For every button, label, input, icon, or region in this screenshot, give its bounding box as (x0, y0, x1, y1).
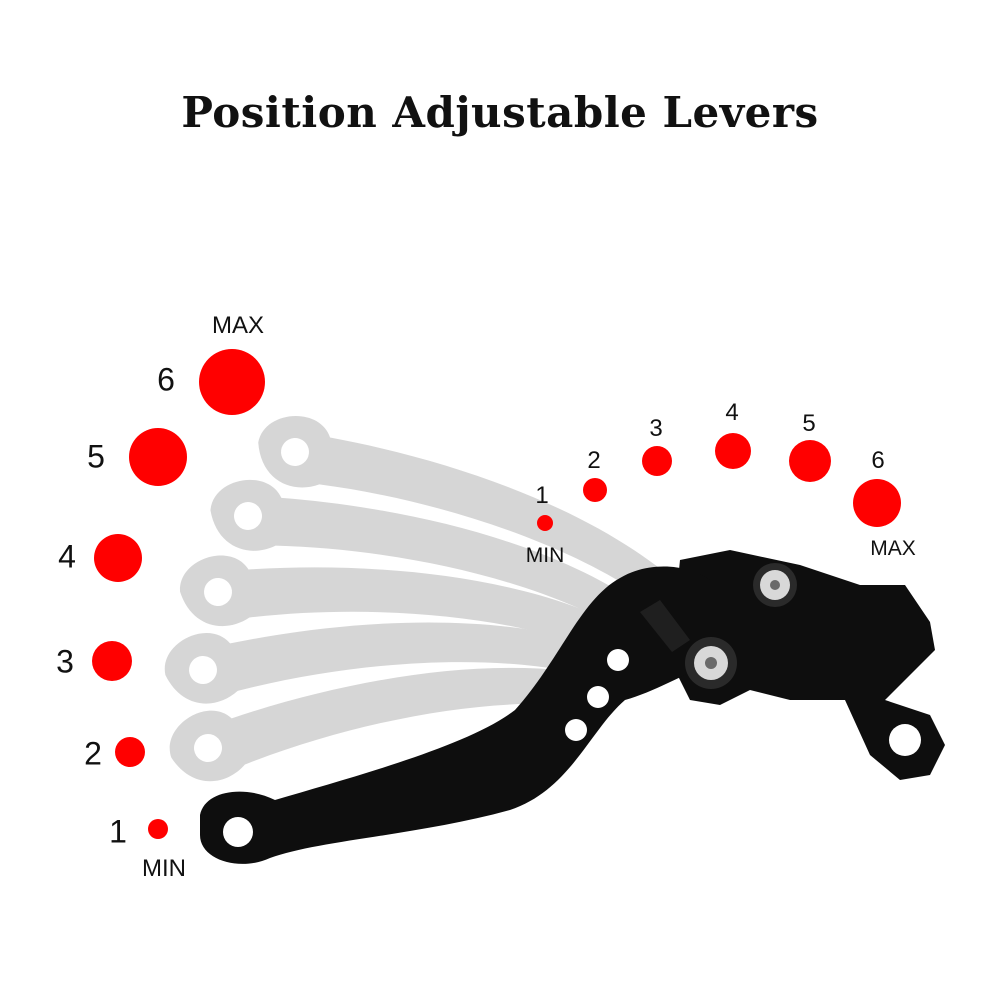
right-position-5-label: 5 (802, 410, 816, 437)
left-max-label: MAX (211, 312, 265, 339)
right-position-1-label: 1 (535, 482, 549, 509)
left-dot-6 (199, 349, 265, 415)
ghost-levers (154, 389, 688, 927)
right-dot-6 (853, 479, 901, 527)
left-position-1-label: 1 (109, 813, 127, 850)
left-position-5-label: 5 (87, 438, 105, 475)
lever-perch (670, 550, 945, 780)
left-dot-5 (129, 428, 187, 486)
left-position-6-label: 6 (157, 361, 175, 398)
left-dot-4 (94, 534, 142, 582)
right-position-4-label: 4 (725, 399, 739, 426)
right-dot-4 (715, 433, 751, 469)
right-min-label: MIN (525, 544, 565, 567)
ghost-lever-4 (172, 440, 639, 784)
right-position-dots (537, 433, 901, 531)
main-lever (200, 550, 945, 864)
left-position-3-label: 3 (56, 643, 74, 680)
right-dot-2 (583, 478, 607, 502)
right-dot-1 (537, 515, 553, 531)
left-dot-1 (148, 819, 168, 839)
ghost-lever-3 (154, 471, 628, 857)
ghost-lever-2 (158, 510, 631, 927)
right-position-2-label: 2 (587, 447, 601, 474)
left-position-2-label: 2 (84, 735, 102, 772)
left-position-dots (92, 349, 265, 839)
right-dot-5 (789, 440, 831, 482)
ghost-lever-5 (206, 414, 656, 710)
left-dot-3 (92, 641, 132, 681)
left-dot-2 (115, 737, 145, 767)
right-position-3-label: 3 (649, 415, 663, 442)
right-max-label: MAX (870, 537, 916, 560)
lever-blade (200, 566, 720, 864)
right-dot-3 (642, 446, 672, 476)
left-position-4-label: 4 (58, 538, 76, 575)
ghost-lever-6 (256, 389, 688, 645)
page-title: Position Adjustable Levers (181, 88, 819, 137)
left-min-label: MIN (142, 855, 186, 882)
right-position-6-label: 6 (871, 447, 885, 474)
